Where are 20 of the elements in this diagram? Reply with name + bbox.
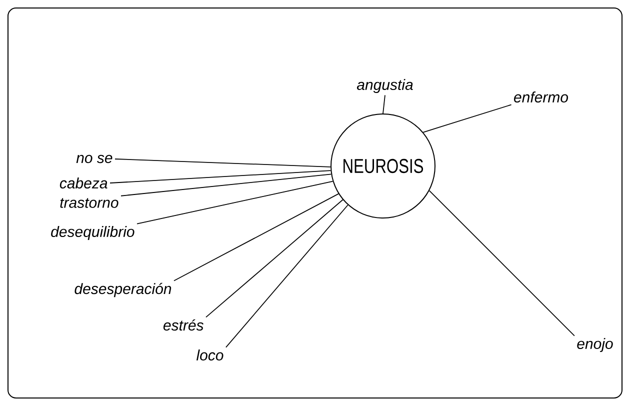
word-label: cabeza [60, 178, 108, 188]
connector-line [136, 180, 334, 224]
connector-line [428, 190, 575, 336]
connector-line [206, 199, 344, 318]
word-label: trastorno [60, 198, 118, 208]
connector-line [120, 174, 332, 196]
word-label: angustia [356, 79, 413, 93]
word-label: desequilibrio [51, 226, 134, 240]
connector-line [174, 193, 339, 282]
word-label: enfermo [514, 92, 568, 102]
word-label: loco [196, 350, 224, 360]
word-label: no se [76, 154, 112, 164]
connector-line [226, 204, 348, 348]
connector-line [110, 170, 332, 184]
connector-line [114, 158, 331, 168]
word-label: estrés [163, 319, 204, 331]
connector-line [422, 104, 512, 133]
word-label: enojo [577, 338, 613, 352]
word-label: desesperación [74, 282, 172, 298]
connector-line [382, 94, 386, 114]
